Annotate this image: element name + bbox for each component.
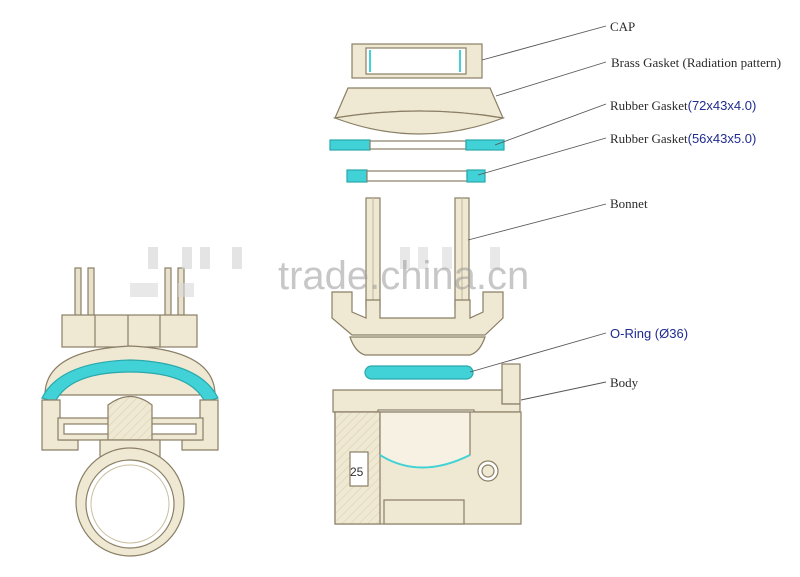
assembled-pipe-inner (85, 459, 175, 549)
leader-bonnet (467, 203, 607, 241)
left-pin-2 (87, 267, 95, 319)
label-rubber-gasket-1-dims: (72x43x4.0) (688, 98, 757, 113)
part-bonnet (331, 197, 504, 356)
watermark-text: trade.china.cn (278, 254, 529, 298)
label-bonnet: Bonnet (610, 196, 648, 211)
label-brass-gasket: Brass Gasket (Radiation pattern) (611, 55, 781, 70)
assembled-rubber-gasket (41, 359, 219, 403)
label-rubber-gasket-2: Rubber Gasket(56x43x5.0) (610, 131, 756, 146)
label-rubber-gasket-2-name: Rubber Gasket (610, 131, 688, 146)
leader-body (520, 381, 607, 401)
label-rubber-gasket-1-name: Rubber Gasket (610, 98, 688, 113)
leader-cap (481, 25, 607, 61)
body-size-marking: 25 (350, 465, 364, 479)
exploded-parts: 25 (329, 43, 522, 525)
part-o-ring (364, 365, 474, 380)
label-body: Body (610, 375, 639, 390)
watermark: trade.china.cn (130, 247, 529, 298)
leader-o-ring (469, 332, 607, 373)
assembled-valve-view (41, 267, 219, 557)
label-rubber-gasket-1: Rubber Gasket(72x43x4.0) (610, 98, 756, 113)
leader-rubber-gasket-2 (477, 137, 607, 176)
part-rubber-gasket-2 (346, 169, 486, 183)
leader-brass-gasket (495, 61, 607, 97)
label-rubber-gasket-2-dims: (56x43x5.0) (688, 131, 757, 146)
label-o-ring: O-Ring (Ø36) (610, 326, 688, 341)
leader-lines (467, 25, 607, 401)
assembled-stem (107, 395, 153, 441)
label-cap: CAP (610, 19, 635, 34)
leader-rubber-gasket-1 (494, 103, 607, 146)
part-rubber-gasket-1 (329, 139, 505, 151)
part-cap (351, 43, 483, 79)
right-pin (164, 267, 172, 319)
left-pin (74, 267, 82, 319)
part-body (332, 363, 522, 525)
assembled-cap (61, 314, 198, 348)
